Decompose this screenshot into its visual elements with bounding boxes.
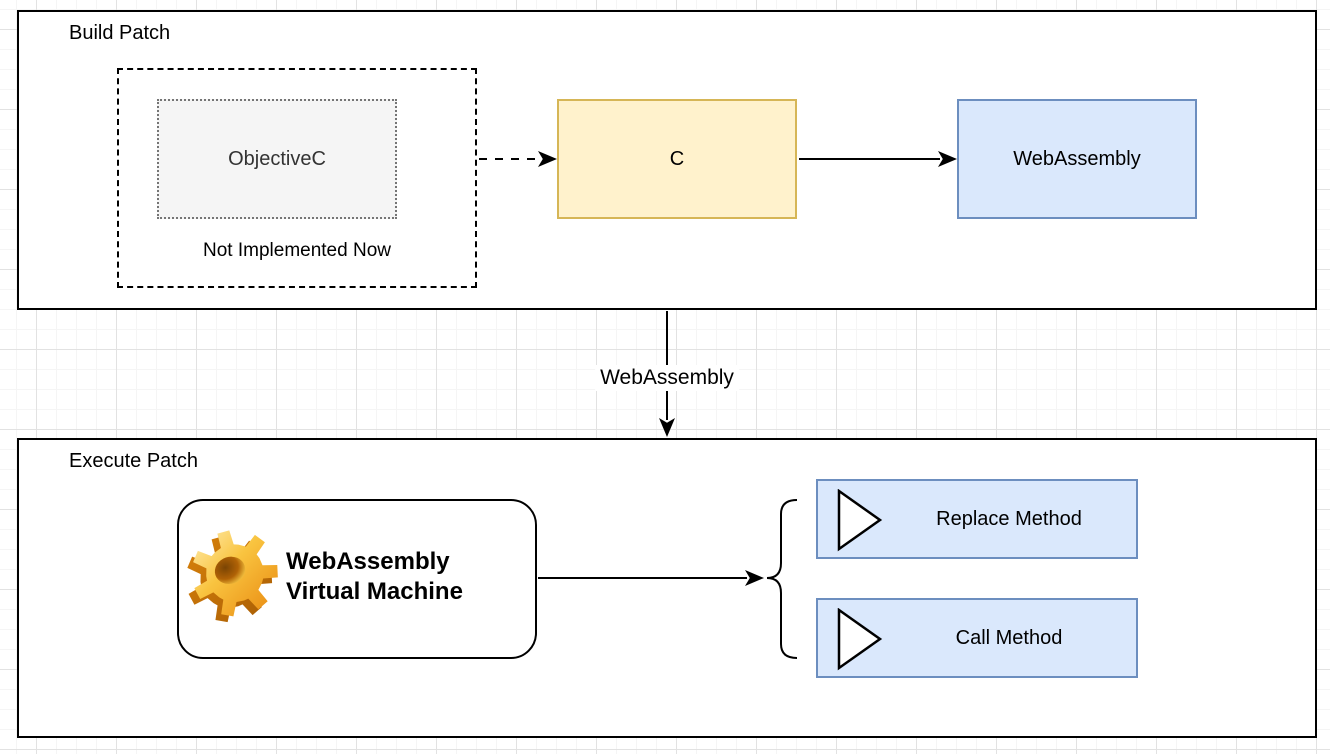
play-icon: [837, 608, 883, 671]
objectivec-label: ObjectiveC: [228, 147, 326, 170]
replace-method-label: Replace Method: [936, 507, 1082, 530]
brace-shape[interactable]: [766, 499, 798, 659]
objectivec-node[interactable]: ObjectiveC: [157, 99, 397, 219]
call-method-node[interactable]: Call Method: [816, 598, 1138, 678]
execute-patch-title: Execute Patch: [69, 450, 198, 472]
not-implemented-label: Not Implemented Now: [203, 240, 391, 261]
build-patch-title: Build Patch: [69, 22, 171, 44]
edge-label-webassembly: WebAssembly: [595, 365, 739, 391]
wasm-vm-label: WebAssembly Virtual Machine: [286, 548, 463, 605]
c-node[interactable]: C: [557, 99, 797, 219]
play-icon: [837, 489, 883, 552]
webassembly-label: WebAssembly: [1013, 147, 1141, 170]
edge-vm-to-methods[interactable]: [538, 570, 764, 586]
edge-c-to-webassembly[interactable]: [799, 151, 957, 167]
webassembly-node[interactable]: WebAssembly: [957, 99, 1197, 219]
gear-icon: [187, 530, 278, 623]
replace-method-node[interactable]: Replace Method: [816, 479, 1138, 559]
not-implemented-group[interactable]: [117, 68, 477, 288]
edge-objectivec-to-c[interactable]: [479, 151, 557, 167]
c-label: C: [669, 147, 685, 170]
call-method-label: Call Method: [955, 626, 1063, 649]
